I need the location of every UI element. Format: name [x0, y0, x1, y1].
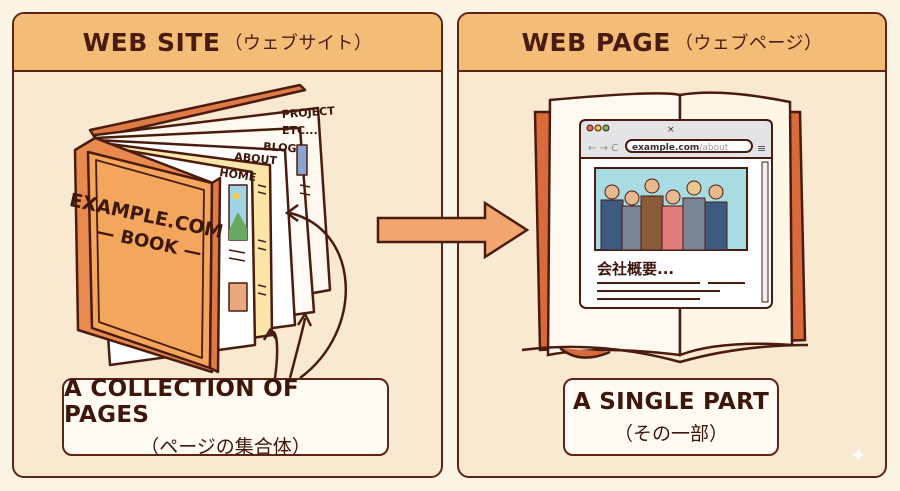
website-caption: A COLLECTION OF PAGES （ページの集合体） — [62, 375, 389, 458]
menu-icon[interactable]: ≡ — [757, 142, 766, 155]
tab-home: HOME — [219, 166, 257, 184]
tab-blog: BLOG — [263, 140, 297, 155]
webpage-title: WEB PAGE — [521, 27, 671, 57]
tab-about: ABOUT — [234, 150, 278, 167]
webpage-caption-text: A SINGLE PART — [572, 388, 770, 415]
website-panel-header: WEB SITE（ウェブサイト） — [14, 14, 441, 72]
sparkle-icon: ✦ — [850, 443, 867, 467]
website-title-jp: （ウェブサイト） — [224, 33, 373, 54]
webpage-caption: A SINGLE PART （その一部） — [563, 378, 779, 456]
webpage-panel-header: WEB PAGE（ウェブページ） — [459, 14, 885, 72]
tab-project: PROJECT — [281, 104, 335, 121]
scrollbar[interactable] — [761, 161, 769, 303]
team-photo — [600, 178, 728, 251]
pointer-arrows — [262, 203, 347, 380]
url-bar[interactable]: example.com/about — [632, 143, 729, 153]
page-heading: 会社概要... — [597, 260, 674, 278]
webpage-title-jp: （ウェブページ） — [674, 33, 823, 54]
website-caption-jp: （ページの集合体） — [140, 435, 311, 458]
website-title: WEB SITE — [82, 27, 221, 57]
webpage-caption-jp: （その一部） — [613, 422, 728, 445]
right-arrow-icon — [376, 200, 530, 260]
close-tab-icon[interactable]: × — [667, 125, 675, 135]
nav-icons[interactable]: ← → C — [588, 143, 618, 154]
book-illustration — [73, 83, 332, 374]
website-caption-text: A COLLECTION OF PAGES — [64, 375, 299, 428]
tab-etc: ETC... — [282, 124, 318, 137]
